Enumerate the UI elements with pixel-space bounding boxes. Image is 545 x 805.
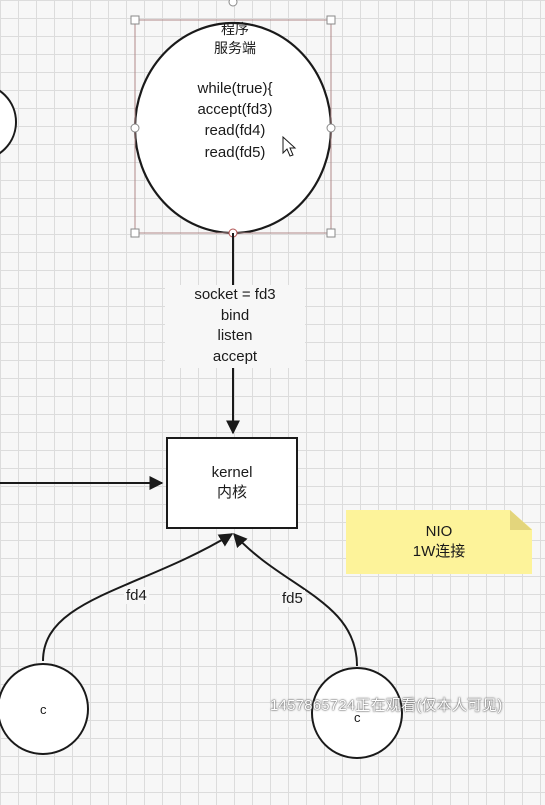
program-subtitle: 服务端 (214, 39, 256, 56)
client-left-circle[interactable] (0, 663, 89, 755)
fd5-label: fd5 (280, 590, 305, 607)
cursor-icon (282, 135, 297, 157)
resize-handle[interactable] (326, 228, 336, 238)
program-title: 程序 (221, 21, 249, 37)
fd5-connector[interactable] (233, 532, 358, 667)
note-line-1: NIO (425, 522, 453, 540)
connection-point[interactable] (326, 123, 336, 133)
resize-handle[interactable] (326, 15, 336, 25)
client-right-circle[interactable] (311, 667, 403, 759)
viewer-watermark: 1457865724正在观看(仅本人可见) (270, 697, 503, 714)
client-left-label: c (40, 702, 47, 717)
resize-handle[interactable] (130, 15, 140, 25)
code-line: accept(fd3) (197, 101, 273, 119)
kernel-label: kernel (211, 463, 253, 481)
socket-line: bind (220, 306, 250, 324)
rotate-handle[interactable] (228, 0, 238, 7)
socket-line: socket = fd3 (194, 286, 276, 303)
code-line: while(true){ (197, 79, 273, 97)
resize-handle[interactable] (130, 228, 140, 238)
partial-left-node (0, 89, 17, 155)
code-line: read(fd4) (204, 122, 266, 140)
code-line: read(fd5) (204, 143, 266, 161)
socket-line: accept (212, 348, 258, 366)
socket-line: listen (217, 327, 253, 345)
fd4-connector[interactable] (42, 533, 234, 662)
client-right-label: c (354, 710, 361, 725)
program-node-text: 程序 服务端 while(true){ accept(fd3) read(fd4… (170, 20, 300, 163)
nio-note[interactable]: NIO 1W连接 (346, 510, 532, 574)
socket-edge-label: socket = fd3 bind listen accept (165, 285, 305, 368)
connection-point[interactable] (130, 123, 140, 133)
fd4-label: fd4 (124, 587, 149, 604)
kernel-node[interactable]: kernel 内核 (166, 437, 298, 529)
note-line-2: 1W连接 (412, 543, 466, 560)
kernel-label-cn: 内核 (216, 484, 247, 501)
